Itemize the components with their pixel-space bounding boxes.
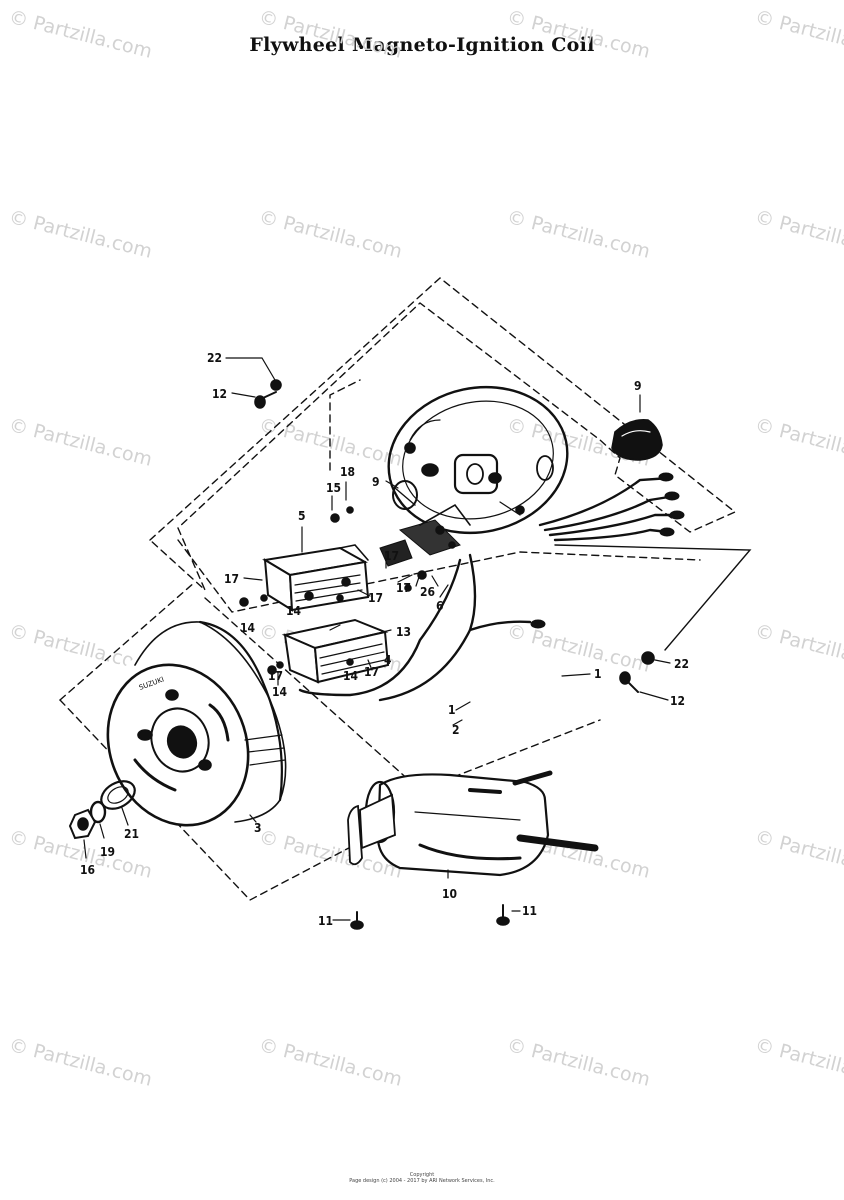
callout-18: 18 <box>340 465 355 479</box>
callout-11-left: 11 <box>318 914 333 928</box>
callout-labels: 22 12 9 18 15 5 17 17 14 14 17 17 13 4 1… <box>80 351 689 928</box>
callout-1-right: 1 <box>594 667 602 681</box>
page-title: Flywheel Magneto-Ignition Coil <box>249 34 595 56</box>
callout-17-f: 17 <box>268 669 283 683</box>
callout-17-d: 17 <box>384 549 399 563</box>
lock-washer <box>89 800 107 824</box>
contact-breaker-assembly <box>379 480 471 567</box>
callout-10: 10 <box>442 887 457 901</box>
callout-14-c: 14 <box>343 669 359 683</box>
copyright-footer: Copyright Page design (c) 2004 - 2017 by… <box>0 1172 844 1184</box>
callout-17-a: 17 <box>224 572 239 586</box>
callout-17-e: 17 <box>364 665 379 679</box>
coil-5 <box>262 544 370 612</box>
leader-lines <box>83 357 671 921</box>
callout-3: 3 <box>254 821 262 835</box>
callout-2: 2 <box>452 723 460 737</box>
copyright-line-2: Page design (c) 2004 - 2017 by ARI Netwo… <box>349 1178 495 1184</box>
callout-6: 6 <box>436 599 444 613</box>
rubber-grommet <box>611 418 663 461</box>
flywheel-rotor: SUZUKI <box>105 620 290 827</box>
callout-16: 16 <box>80 863 95 877</box>
coil-screw-right <box>496 904 510 926</box>
coil-screw-left <box>350 911 364 930</box>
wire-terminals <box>530 472 685 629</box>
callout-22-right: 22 <box>674 657 689 671</box>
screw-12-left <box>254 379 282 409</box>
callout-13: 13 <box>396 625 411 639</box>
copyright-line-1: Copyright <box>409 1172 435 1178</box>
callout-14-a: 14 <box>240 621 256 635</box>
callout-14-d: 14 <box>272 685 288 699</box>
callout-26: 26 <box>420 585 435 599</box>
callout-12-right: 12 <box>670 694 685 708</box>
callout-17-c: 17 <box>396 581 411 595</box>
stator-base-plate <box>387 385 569 535</box>
screws-14-15-17 <box>239 506 427 675</box>
callout-12-top: 12 <box>212 387 227 401</box>
callout-14-b: 14 <box>286 604 302 618</box>
callout-9-left: 9 <box>372 475 380 489</box>
callout-5: 5 <box>298 509 306 523</box>
callout-1-lower: 1 <box>448 703 456 717</box>
screw-12-right <box>619 651 655 693</box>
callout-17-b: 17 <box>368 591 383 605</box>
coil-4 <box>281 618 390 684</box>
callout-9-right: 9 <box>634 379 642 393</box>
flywheel-nut <box>68 808 97 840</box>
callout-15: 15 <box>326 481 341 495</box>
callout-22-top: 22 <box>207 351 222 365</box>
callout-11-right: 11 <box>522 904 537 918</box>
callout-4: 4 <box>384 653 392 667</box>
callout-19: 19 <box>100 845 115 859</box>
ignition-coil <box>347 770 599 877</box>
callout-21: 21 <box>124 827 139 841</box>
wiring-harness <box>298 476 682 702</box>
